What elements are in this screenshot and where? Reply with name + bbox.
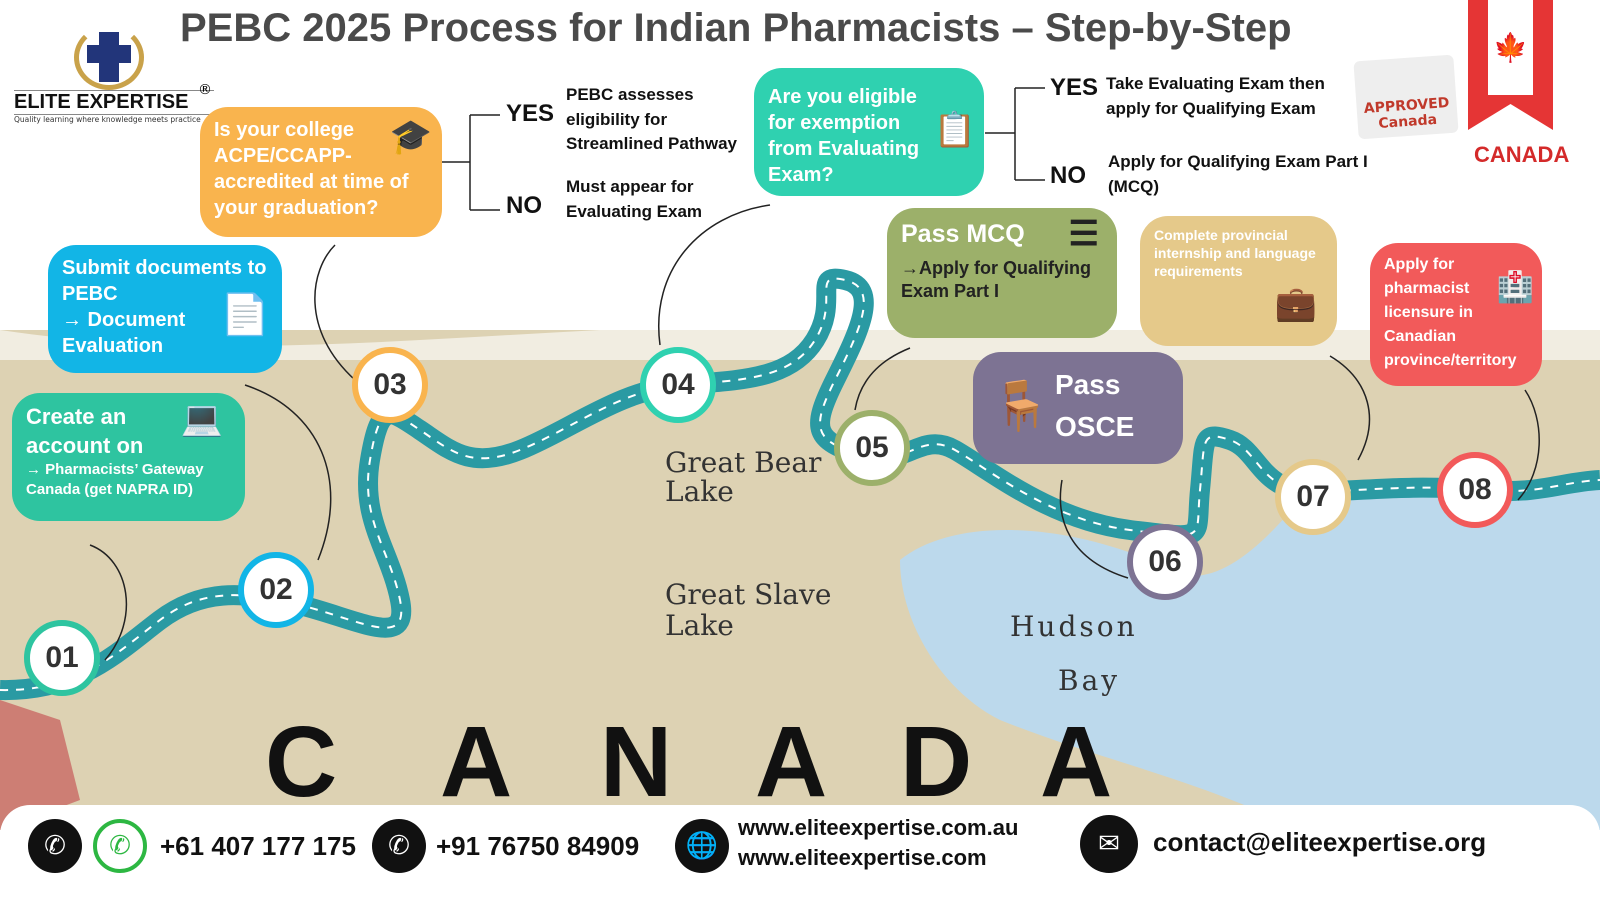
student-desk-icon: 🪑 — [991, 380, 1051, 433]
map-label-hudson: Hudson — [1010, 610, 1138, 643]
graduation-cap-icon: 🎓 — [389, 118, 432, 156]
step-05-number: 05 — [834, 410, 910, 486]
step-02-box: Submit documents to PEBC → Document Eval… — [48, 245, 282, 373]
branch1-no-label: NO — [506, 192, 542, 219]
step-06-title: Pass OSCE — [1055, 369, 1135, 442]
map-letter: A — [1040, 706, 1113, 818]
step-02-title: Submit documents to PEBC — [62, 257, 267, 305]
pharmacy-icon: 🏥 — [1496, 271, 1534, 304]
branch2-no-label: NO — [1050, 162, 1086, 189]
globe-icon: 🌐 — [675, 819, 729, 873]
whatsapp-icon: ✆ — [93, 819, 147, 873]
step-05-detail: →Apply for Qualifying Exam Part I — [901, 257, 1092, 301]
logo-tagline: Quality learning where knowledge meets p… — [14, 114, 214, 124]
laurel-cross-icon — [69, 20, 149, 90]
map-label-bay: Bay — [1058, 664, 1121, 697]
map-letter: C — [265, 706, 338, 818]
phone-india[interactable]: +91 76750 84909 — [436, 831, 640, 861]
step-03-number: 03 — [352, 347, 428, 423]
registered-mark: ® — [198, 82, 212, 98]
map-letter: A — [755, 706, 828, 818]
step-01-detail: → Pharmacists’ Gateway Canada (get NAPRA… — [26, 461, 204, 498]
email-icon: ✉ — [1080, 815, 1138, 873]
step-07-number: 07 — [1275, 459, 1351, 535]
map-letter: A — [440, 706, 513, 818]
phone-australia[interactable]: +61 407 177 175 — [160, 831, 356, 861]
map-letter: D — [900, 706, 973, 818]
step-01-number: 01 — [24, 620, 100, 696]
step-03-question: Is your college ACPE/CCAPP-accredited at… — [214, 119, 409, 219]
briefcase-hand-icon: 💼 — [1274, 285, 1317, 323]
step-03-box: Is your college ACPE/CCAPP-accredited at… — [200, 107, 442, 237]
step-08-title: Apply for pharmacist licensure in Canadi… — [1384, 256, 1517, 369]
step-06-number: 06 — [1127, 524, 1203, 600]
step-04-box: Are you eligible for exemption from Eval… — [754, 68, 984, 196]
step-02-number: 02 — [238, 552, 314, 628]
branch2-yes-text: Take Evaluating Exam then apply for Qual… — [1106, 74, 1325, 118]
branch2-no-text: Apply for Qualifying Exam Part I (MCQ) — [1108, 152, 1368, 196]
phone-icon: ✆ — [372, 819, 426, 873]
branch1-yes-text: PEBC assesses eligibility for Streamline… — [566, 85, 738, 154]
maple-leaf-icon: 🍁 — [1488, 0, 1533, 95]
flag-label: CANADA — [1474, 142, 1570, 167]
logo-name: ELITE EXPERTISE — [14, 90, 214, 114]
approved-stamp-image: APPROVED Canada — [1353, 54, 1459, 140]
step-07-box: Complete provincial internship and langu… — [1140, 216, 1337, 346]
map-letter: N — [600, 706, 673, 818]
step-07-title: Complete provincial internship and langu… — [1154, 227, 1316, 280]
website-au-link[interactable]: www.eliteexpertise.com.au — [738, 815, 1019, 840]
website-com-link[interactable]: www.eliteexpertise.com — [738, 845, 987, 870]
step-04-question: Are you eligible for exemption from Eval… — [768, 86, 920, 186]
map-label-great-bear: Great Bear Lake — [665, 446, 822, 509]
branch1-no-text: Must appear for Evaluating Exam — [566, 177, 703, 221]
logo: ELITE EXPERTISE ® Quality learning where… — [14, 20, 214, 124]
document-check-icon: 📄 — [220, 293, 270, 337]
step-02-detail: → Document Evaluation — [62, 309, 186, 357]
branch1-yes-label: YES — [506, 100, 555, 127]
map-label-great-slave: Great Slave Lake — [665, 578, 832, 642]
laptop-icon: 💻 — [180, 400, 223, 438]
step-05-box: Pass MCQ →Apply for Qualifying Exam Part… — [887, 208, 1117, 338]
contact-footer: ✆ ✆ +61 407 177 175 ✆ +91 76750 84909 🌐 … — [0, 805, 1600, 900]
step-08-box: Apply for pharmacist licensure in Canadi… — [1370, 243, 1542, 386]
step-01-box: Create an account on → Pharmacists’ Gate… — [12, 393, 245, 521]
phone-icon: ✆ — [28, 819, 82, 873]
step-05-title: Pass MCQ — [901, 220, 1025, 248]
branch2-yes-label: YES — [1050, 74, 1099, 101]
exam-document-icon: 📋 — [933, 111, 976, 149]
step-08-number: 08 — [1437, 452, 1513, 528]
step-06-box: Pass OSCE 🪑 — [973, 352, 1183, 464]
email-link[interactable]: contact@eliteexpertise.org — [1153, 827, 1487, 857]
step-01-title: Create an account on — [26, 404, 144, 458]
step-04-number: 04 — [640, 347, 716, 423]
checklist-icon: ☰ — [1068, 215, 1099, 253]
page-title: PEBC 2025 Process for Indian Pharmacists… — [180, 6, 1292, 50]
